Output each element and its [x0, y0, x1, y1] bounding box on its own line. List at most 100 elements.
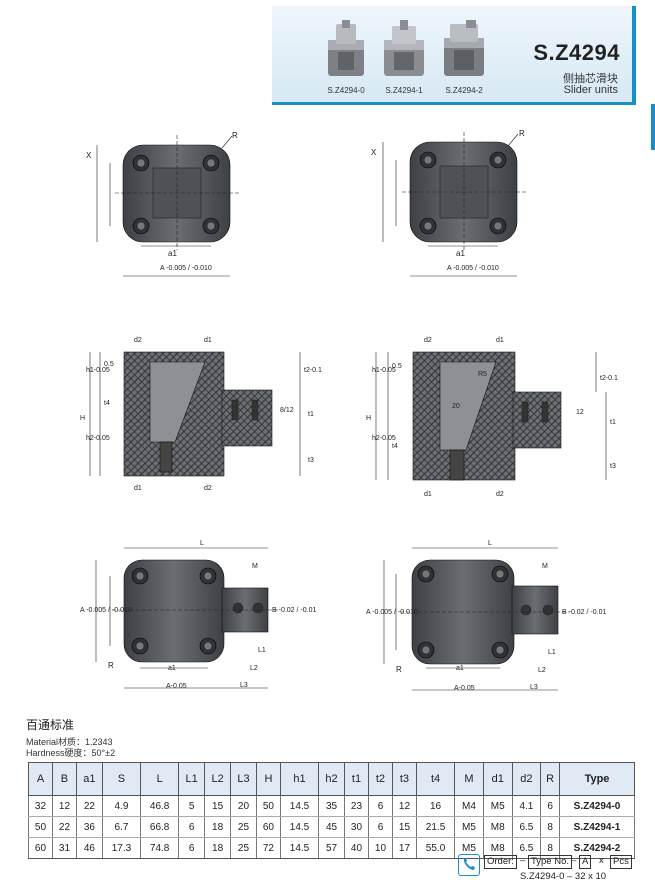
table-cell: 17.3: [101, 837, 142, 859]
table-cell: 50: [28, 816, 53, 838]
d1-label-s1: d1: [496, 337, 504, 344]
table-cell: 36: [75, 816, 103, 838]
t1-label-s1: t1: [610, 419, 616, 426]
table-cell: 14.5: [279, 837, 320, 859]
r-label-0: R: [232, 131, 238, 140]
order-dash-2: –: [571, 855, 577, 866]
top-view-0: [96, 135, 240, 277]
table-cell: 57: [318, 837, 345, 859]
table-cell: 10: [367, 837, 393, 859]
bottom-view-1: [383, 547, 570, 691]
column-header: t4: [415, 762, 456, 796]
product-caption-2: S.Z4294-2: [445, 86, 483, 95]
l3-label-b0: L3: [240, 682, 248, 689]
table-cell: 12: [391, 795, 417, 817]
column-header: H: [255, 762, 281, 796]
table-cell: 5: [178, 795, 206, 817]
table-cell: 16: [415, 795, 456, 817]
h1-label-s1: h1-0.05: [372, 367, 396, 374]
table-cell: 6: [178, 837, 206, 859]
column-header: S: [101, 762, 142, 796]
side-accent-tab: [651, 104, 655, 150]
table-cell: 18: [204, 837, 232, 859]
order-dash-1: –: [520, 855, 526, 866]
table-cell: 20: [230, 795, 257, 817]
h1-label-s0: h1-0.05: [86, 367, 110, 374]
half-label-s1: 0.5: [392, 363, 402, 370]
a1-label-1: a1: [456, 249, 465, 258]
table-cell: 4.9: [101, 795, 142, 817]
phone-icon: [458, 854, 480, 876]
section-view-0: [89, 351, 301, 477]
order-example: S.Z4294-0 – 32 x 10: [520, 871, 607, 882]
table-cell: 45: [318, 816, 345, 838]
product-image-0: [328, 20, 364, 76]
product-image-2: [444, 20, 484, 76]
l1-label-b0: L1: [258, 647, 266, 654]
d2-label-s1: d2: [424, 337, 432, 344]
r-label-b1: R: [396, 665, 402, 674]
type-cell: S.Z4294-0: [559, 795, 635, 817]
table-cell: 60: [28, 837, 53, 859]
x-label-0: X: [86, 151, 92, 160]
table-cell: 22: [51, 816, 77, 838]
aside-label-b0: A -0.005 / -0.010: [80, 607, 132, 614]
column-header: h2: [318, 762, 345, 796]
column-header: d1: [482, 762, 513, 796]
l-label-b1: L: [488, 540, 492, 547]
table-cell: 14.5: [279, 816, 320, 838]
twenty-label-s1: 20: [452, 403, 460, 410]
column-header: d2: [511, 762, 542, 796]
t4-label-s0: t4: [104, 400, 110, 407]
technical-drawings: X R a1 A -0.005 / -0.010 X R a1 A -0.005…: [80, 129, 618, 692]
t2-label-s1: t2-0.1: [600, 375, 618, 382]
x-label-1: X: [371, 148, 377, 157]
type-no-label: Type No.: [528, 855, 573, 869]
h2-label-s1: h2-0.05: [372, 435, 396, 442]
column-header: B: [51, 762, 77, 796]
table-cell: M5: [454, 816, 484, 838]
table-cell: 18: [204, 816, 232, 838]
table-cell: 6.7: [101, 816, 142, 838]
column-header: Type: [559, 762, 635, 796]
aside-label-b1: A -0.005 / -0.010: [366, 609, 418, 616]
l3-label-b1: L3: [530, 684, 538, 691]
l1-label-b1: L1: [548, 649, 556, 656]
a005-label-b1: A-0.05: [454, 685, 475, 692]
product-caption-1: S.Z4294-1: [385, 86, 423, 95]
table-cell: 35: [318, 795, 345, 817]
table-cell: 8: [540, 816, 560, 838]
t3-label-s1: t3: [610, 463, 616, 470]
r-label-1: R: [519, 129, 525, 138]
table-cell: 46: [75, 837, 103, 859]
d2-label-s0b: d2: [204, 485, 212, 492]
header-banner: S.Z4294-0 S.Z4294-1 S.Z4294-2 S.Z4294 侧抽…: [272, 6, 636, 105]
column-header: A: [28, 762, 53, 796]
column-header: t3: [391, 762, 417, 796]
column-header: L3: [230, 762, 257, 796]
table-cell: 4.1: [511, 795, 542, 817]
m-label-b0: M: [252, 563, 258, 570]
table-cell: 6: [540, 795, 560, 817]
h2-label-s0: h2-0.05: [86, 435, 110, 442]
h-label-s0: H: [80, 415, 85, 422]
h-label-s1: H: [366, 415, 371, 422]
table-cell: 30: [344, 816, 369, 838]
r5-label-s1: R5: [478, 371, 487, 378]
d2-label-s0: d2: [134, 337, 142, 344]
pcs-label: Pcs: [610, 855, 632, 869]
table-cell: 25: [230, 816, 257, 838]
table-cell: 6: [178, 816, 206, 838]
table-cell: 12: [51, 795, 77, 817]
a-tol-label-0: A -0.005 / -0.010: [160, 265, 212, 272]
table-cell: 23: [344, 795, 369, 817]
d1-label-s0b: d1: [134, 485, 142, 492]
d1-label-s1b: d1: [424, 491, 432, 498]
t3-label-s0: t3: [308, 457, 314, 464]
twelve-label-s1: 12: [576, 409, 584, 416]
